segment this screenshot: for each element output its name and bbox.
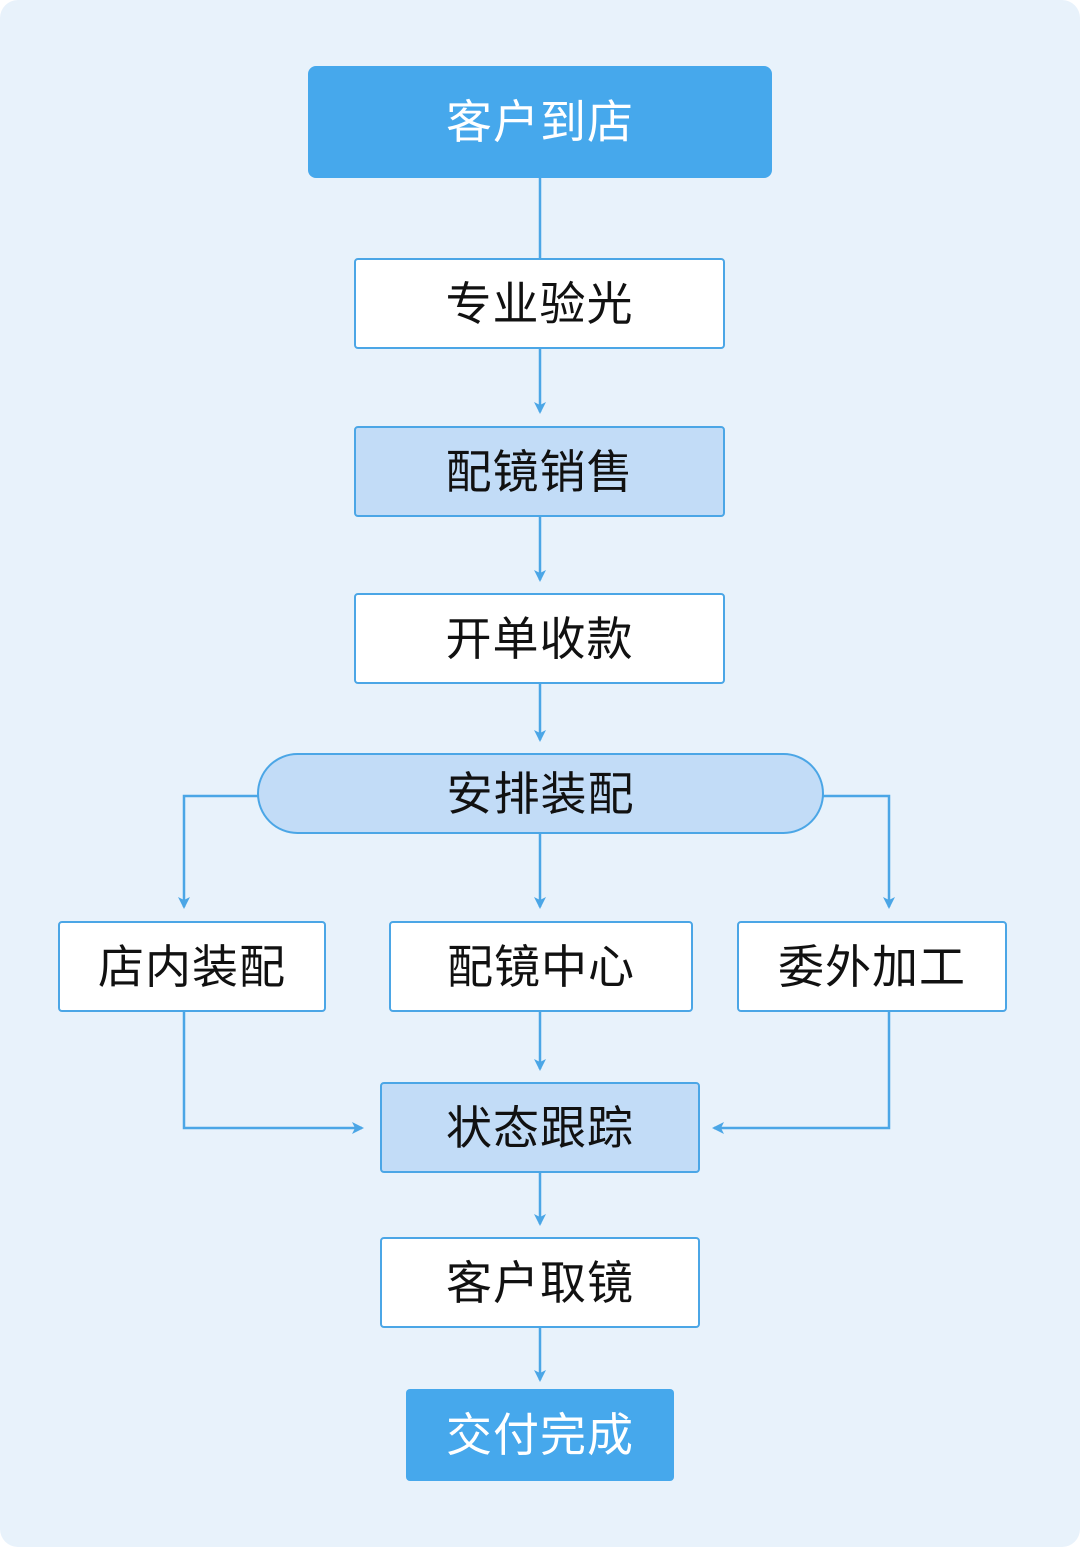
node-in-store-assembly-label: 店内装配 [98,939,286,994]
node-customer-arrives: 客户到店 [308,66,772,178]
node-fitting-center-label: 配镜中心 [447,939,635,994]
node-arrange-assembly: 安排装配 [257,753,824,834]
connector-arrange-to-in-store [178,794,258,909]
node-status-tracking: 状态跟踪 [380,1082,700,1173]
connector-in-store-to-tracking [182,1012,364,1134]
node-customer-pickup: 客户取镜 [380,1237,700,1328]
node-customer-pickup-label: 客户取镜 [446,1255,634,1310]
node-outsourced-processing: 委外加工 [737,921,1007,1012]
node-lens-sales: 配镜销售 [354,426,725,517]
node-arrange-assembly-label: 安排装配 [446,766,635,821]
node-status-tracking-label: 状态跟踪 [446,1100,634,1155]
node-eye-exam: 专业验光 [354,258,725,349]
node-fitting-center: 配镜中心 [389,921,693,1012]
node-lens-sales-label: 配镜销售 [445,444,634,499]
connector-arrange-to-outsourced [823,794,895,909]
node-delivery-complete-label: 交付完成 [446,1408,634,1462]
node-in-store-assembly: 店内装配 [58,921,326,1012]
node-delivery-complete: 交付完成 [406,1389,674,1481]
node-outsourced-processing-label: 委外加工 [778,939,966,994]
node-billing-label: 开单收款 [445,611,634,666]
node-eye-exam-label: 专业验光 [445,276,634,331]
node-customer-arrives-label: 客户到店 [446,95,634,149]
node-billing: 开单收款 [354,593,725,684]
connector-outsourced-to-tracking [712,1012,891,1134]
